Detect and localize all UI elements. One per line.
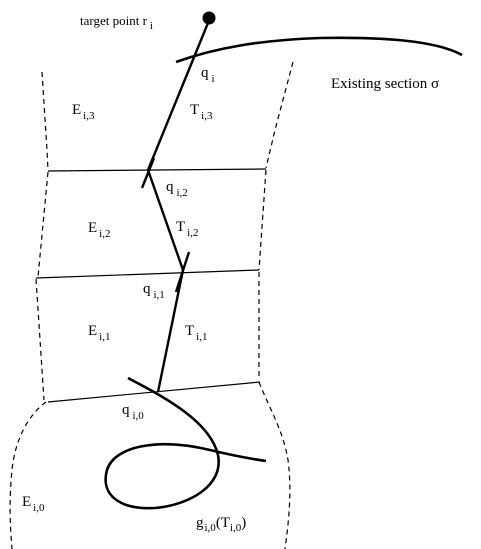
transversal-T-i2 (146, 169, 185, 271)
transversal-T-i3 (146, 17, 212, 171)
target-point-dot (202, 11, 216, 25)
left-boundary-bottom (9, 401, 47, 549)
crossing-mark-q-i1 (174, 251, 191, 293)
left-boundary-middle (37, 171, 49, 278)
left-boundary-lower (35, 278, 45, 401)
right-boundary-bottom (258, 381, 291, 549)
region-boundaries (9, 61, 294, 549)
g-i0-label: gi,0(Ti,0) (196, 515, 246, 534)
crossing-marks (140, 157, 191, 293)
crossing-mark-q-i2 (140, 157, 156, 189)
section-line-1 (35, 269, 260, 279)
right-boundary-middle (258, 169, 267, 271)
right-boundary-upper (265, 61, 294, 169)
transversal-T-i1 (156, 269, 185, 393)
section-line-2 (47, 168, 267, 172)
existing-section-curve (175, 36, 463, 64)
loop-curve-g-i0 (104, 376, 267, 510)
transversal-path (146, 17, 212, 393)
cross-sections (35, 168, 267, 403)
existing-section-label: Existing section σ (331, 76, 439, 92)
left-boundary-upper (41, 71, 49, 171)
